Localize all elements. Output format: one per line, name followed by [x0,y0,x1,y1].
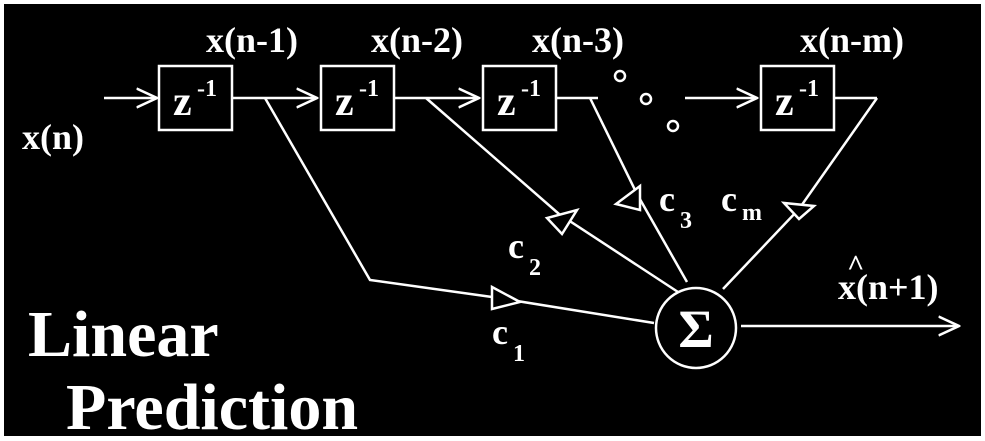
output-hat: ^ [847,249,864,282]
c3-main: c [659,179,675,219]
delay-3-exponent: -1 [521,76,541,102]
continuation-dot-3 [666,119,680,133]
coefficient-c2: c 2 [508,226,541,281]
coefficient-cm: c m [721,179,762,226]
output-label: x(n+1) [838,267,939,307]
gain-c1-triangle [490,284,524,311]
tap-label-x-n-m: x(n-m) [800,20,904,60]
input-label: x(n) [22,117,84,157]
c1-subscript: 1 [513,341,525,367]
tap-label-x-n-3: x(n-3) [532,20,624,60]
output-label-group: ^ x(n+1) [838,249,939,307]
delay-block-3: z -1 [481,64,558,132]
gain-cm-triangle [780,201,818,221]
summer: Σ [654,286,738,370]
delay-1-exponent: -1 [197,76,217,102]
sigma-symbol: Σ [678,299,713,359]
tap-label-x-n-1: x(n-1) [206,20,298,60]
c3-subscript: 3 [680,208,692,234]
c2-main: c [508,226,524,266]
delay-block-4: z -1 [759,64,836,132]
continuation-dot-1 [613,69,627,83]
gain-c3-triangle [613,183,642,212]
coefficient-c1: c 1 [492,312,525,367]
delay-2-exponent: -1 [359,76,379,102]
coefficient-c3: c 3 [659,179,692,234]
tap-label-x-n-2: x(n-2) [371,20,463,60]
c1-main: c [492,312,508,352]
c2-subscript: 2 [529,255,541,281]
cm-main: c [721,179,737,219]
delay-2-z: z [335,79,354,125]
title-line-2: Prediction [66,371,358,436]
continuation-dot-2 [639,92,653,106]
delay-block-1: z -1 [157,64,234,132]
linear-prediction-diagram: z -1 z -1 z -1 z -1 Σ [4,4,981,441]
delay-4-exponent: -1 [799,76,819,102]
cm-subscript: m [742,200,762,226]
delay-4-z: z [775,79,794,125]
gain-c2-triangle [544,207,580,237]
delay-3-z: z [497,79,516,125]
delay-block-2: z -1 [319,64,396,132]
tap-1-branch [263,97,655,325]
title-line-1: Linear [28,298,219,371]
delay-1-z: z [173,79,192,125]
diagram-canvas: z -1 z -1 z -1 z -1 Σ [22,20,981,441]
